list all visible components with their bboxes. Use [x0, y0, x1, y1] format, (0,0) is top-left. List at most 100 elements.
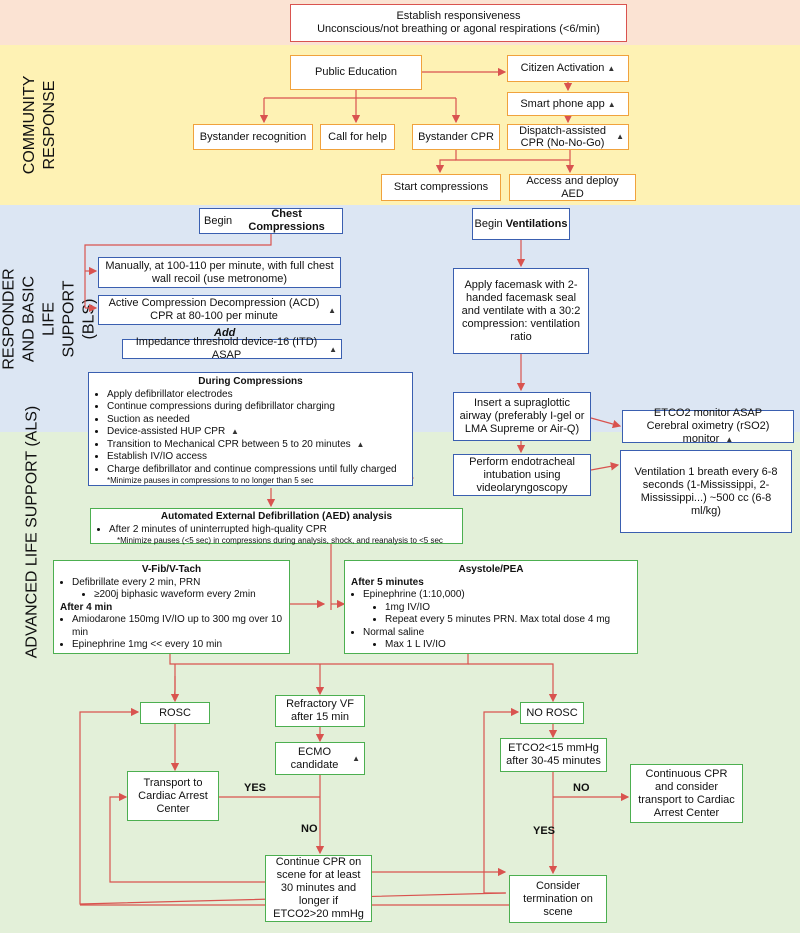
ventilation-rate-label: Ventilation 1 breath every 6-8 seconds (…: [634, 465, 778, 517]
begin-ventilations-box: Begin Ventilations: [472, 208, 570, 240]
start-compressions-box: Start compressions: [381, 174, 501, 201]
start-compressions-label: Start compressions: [393, 181, 489, 193]
during-item: Establish IV/IO access: [107, 451, 406, 464]
warning-triangle-icon: ▲: [230, 427, 239, 436]
termination-box: Consider termination on scene: [509, 875, 607, 923]
citizen-activation-label: Citizen Activation: [520, 62, 605, 74]
yes-label-left: YES: [244, 782, 267, 794]
citizen-activation-box: Citizen Activation ▲: [507, 55, 629, 82]
acd-cpr-label: Active Compression Decompression (ACD) C…: [108, 297, 320, 322]
warning-triangle-icon: ▲: [616, 132, 624, 141]
no-label-left: NO: [301, 823, 318, 835]
asystole-title: Asystole/PEA: [458, 564, 524, 575]
aed-list: After 2 minutes of uninterrupted high-qu…: [97, 524, 456, 537]
aed-title: Automated External Defibrillation (AED) …: [160, 511, 393, 522]
asystole-item-text: Epinephrine (1:10,000): [363, 589, 465, 600]
during-item: Charge defibrillator and continue compre…: [107, 464, 406, 477]
refractory-vf-label: Refractory VF after 15 min: [286, 698, 354, 723]
termination-label: Consider termination on scene: [523, 879, 593, 918]
manual-compressions-label: Manually, at 100-110 per minute, with fu…: [105, 259, 334, 285]
asystole-after-label: After 5 minutes: [351, 576, 424, 588]
continuous-cpr-box: Continuous CPR and consider transport to…: [630, 764, 743, 823]
bystander-cpr-box: Bystander CPR: [412, 124, 500, 150]
during-compressions-list: Apply defibrillator electrodes Continue …: [95, 389, 406, 477]
smart-phone-app-box: Smart phone app ▲: [507, 92, 629, 116]
bystander-cpr-label: Bystander CPR: [418, 130, 494, 143]
asystole-subitem: 1mg IV/IO: [385, 602, 631, 615]
access-aed-box: Access and deploy AED: [509, 174, 636, 201]
during-item: Continue compressions during defibrillat…: [107, 401, 406, 414]
during-item-text: Device-assisted HUP CPR: [107, 426, 226, 437]
monitoring-box: ETCO2 monitor ASAP Cerebral oximetry (rS…: [622, 407, 794, 445]
during-compressions-box: During Compressions Apply defibrillator …: [88, 372, 413, 486]
rosc-box: ROSC: [140, 702, 210, 724]
public-education-box: Public Education: [290, 55, 422, 90]
no-rosc-box: NO ROSC: [520, 702, 584, 724]
asystole-item-text: Normal saline: [363, 626, 425, 638]
manual-compressions-box: Manually, at 100-110 per minute, with fu…: [98, 257, 341, 288]
vfib-item: Defibrillate every 2 min, PRN ≥200j biph…: [72, 577, 283, 602]
vfib-list-2: Amiodarone 150mg IV/IO up to 300 mg over…: [60, 614, 283, 652]
during-note: *Minimize pauses in compressions to no l…: [107, 476, 314, 485]
ventilation-rate-box: Ventilation 1 breath every 6-8 seconds (…: [620, 450, 792, 533]
ecmo-box: ECMO candidate ▲: [275, 742, 365, 775]
acd-cpr-box: Active Compression Decompression (ACD) C…: [98, 295, 341, 325]
itd-label: Impedance threshold device-16 (ITD) ASAP: [135, 336, 318, 361]
smart-phone-app-label: Smart phone app: [520, 97, 605, 110]
asystole-box: Asystole/PEA After 5 minutes Epinephrine…: [344, 560, 638, 654]
oximetry-label: Cerebral oximetry (rSO2) monitor: [646, 420, 770, 445]
vfib-item: Amiodarone 150mg IV/IO up to 300 mg over…: [72, 614, 283, 639]
top-line-1: Establish responsiveness: [396, 10, 521, 22]
warning-triangle-icon: ▲: [329, 344, 337, 354]
dispatch-cpr-box: Dispatch-assisted CPR (No-No-Go) ▲: [507, 124, 629, 150]
etco2-low-label: ETCO2<15 mmHg after 30-45 minutes: [506, 742, 601, 767]
no-rosc-label: NO ROSC: [526, 706, 578, 719]
yes-label-right: YES: [533, 825, 556, 837]
aed-item: After 2 minutes of uninterrupted high-qu…: [109, 524, 456, 537]
during-compressions-title: During Compressions: [198, 376, 303, 387]
establish-responsiveness-box: Establish responsiveness Unconscious/not…: [290, 4, 627, 42]
refractory-vf-box: Refractory VF after 15 min: [275, 695, 365, 727]
bystander-recognition-box: Bystander recognition: [193, 124, 313, 150]
warning-triangle-icon: ▲: [607, 99, 616, 109]
transport-label: Transport to Cardiac Arrest Center: [138, 776, 208, 815]
intubation-label: Perform endotracheal intubation using vi…: [469, 455, 575, 494]
vfib-item-text: Defibrillate every 2 min, PRN: [72, 576, 201, 588]
etco2-monitor-label: ETCO2 monitor ASAP: [653, 407, 763, 419]
call-for-help-label: Call for help: [328, 130, 387, 143]
aed-note: *Minimize pauses (<5 sec) in compression…: [117, 536, 443, 545]
begin-ventilations-bold: Ventilations: [505, 217, 568, 230]
warning-triangle-icon: ▲: [328, 305, 336, 315]
transport-box: Transport to Cardiac Arrest Center: [127, 771, 219, 821]
call-for-help-box: Call for help: [320, 124, 395, 150]
warning-triangle-icon: ▲: [725, 435, 734, 444]
during-item: Device-assisted HUP CPR ▲: [107, 426, 406, 439]
during-item: Suction as needed: [107, 414, 406, 427]
ecmo-label: ECMO candidate: [290, 745, 339, 771]
dispatch-cpr-label: Dispatch-assisted CPR (No-No-Go): [519, 125, 606, 149]
begin-compressions-box: Begin Chest Compressions: [199, 208, 343, 234]
top-line-2: Unconscious/not breathing or agonal resp…: [317, 23, 600, 35]
begin-compressions-prefix: Begin: [204, 214, 236, 227]
bystander-recognition-label: Bystander recognition: [199, 130, 307, 143]
vfib-list-1: Defibrillate every 2 min, PRN ≥200j biph…: [60, 577, 283, 602]
rosc-label: ROSC: [159, 706, 191, 719]
add-label: Add: [214, 327, 236, 339]
public-education-label: Public Education: [315, 66, 397, 78]
vfib-after-label: After 4 min: [60, 601, 113, 613]
no-label-right: NO: [573, 782, 590, 794]
asystole-subitem: Max 1 L IV/IO: [385, 639, 631, 652]
aed-analysis-box: Automated External Defibrillation (AED) …: [90, 508, 463, 545]
asystole-item: Normal saline Max 1 L IV/IO: [363, 627, 631, 652]
continuous-cpr-label: Continuous CPR and consider transport to…: [638, 767, 735, 819]
during-item: Transition to Mechanical CPR between 5 t…: [107, 439, 406, 452]
begin-compressions-bold: Chest Compressions: [248, 208, 325, 233]
warning-triangle-icon: ▲: [356, 439, 365, 449]
etco2-low-box: ETCO2<15 mmHg after 30-45 minutes: [500, 738, 607, 772]
vfib-box: V-Fib/V-Tach Defibrillate every 2 min, P…: [53, 560, 290, 654]
warning-triangle-icon: ▲: [352, 754, 360, 763]
vfib-title: V-Fib/V-Tach: [141, 564, 202, 575]
asystole-list: Epinephrine (1:10,000) 1mg IV/IO Repeat …: [351, 589, 631, 652]
begin-ventilations-prefix: Begin: [474, 217, 506, 230]
